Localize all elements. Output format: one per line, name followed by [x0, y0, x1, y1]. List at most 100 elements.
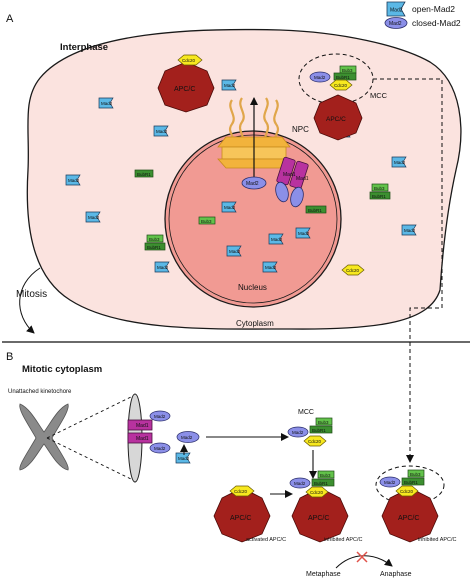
mad1-text: Mad1 [296, 176, 309, 182]
open-mad2-icon: Mad2 [154, 261, 170, 273]
mad1-mad2-complex: Mad1 Mad1 [275, 156, 309, 208]
svg-text:Mad2: Mad2 [156, 129, 168, 134]
svg-text:BubR1: BubR1 [372, 194, 386, 199]
svg-text:Mad2: Mad2 [229, 249, 241, 254]
svg-text:Mad2: Mad2 [181, 435, 193, 440]
apcc-label: APC/C [174, 86, 195, 93]
svg-text:APC/C: APC/C [398, 515, 419, 522]
bubr1-icon: BubR1 [305, 205, 327, 214]
open-mad2-icon: Mad2 [221, 201, 237, 213]
legend-closed-mad2-icon: Mad2 [384, 17, 408, 29]
mitotic-cytoplasm-title: Mitotic cytoplasm [22, 364, 102, 375]
bub3-bubr1-icon: Bub3 BubR1 [369, 183, 391, 200]
svg-text:BubR1: BubR1 [308, 208, 322, 213]
activated-apcc: APC/C Cdc20 [213, 485, 271, 543]
svg-text:BubR1: BubR1 [147, 245, 161, 250]
svg-text:APC/C: APC/C [326, 116, 346, 123]
open-mad2-icon: Mad2 [85, 211, 101, 223]
svg-text:BubR1: BubR1 [314, 481, 328, 486]
open-mad2-icon: Mad2 [226, 245, 242, 257]
svg-text:Mad2: Mad2 [404, 228, 416, 233]
svg-text:Bub3: Bub3 [318, 420, 329, 425]
chromosome [19, 403, 69, 471]
inhibited-apcc-right: APC/C Mad2 Bub3 BubR1 Cdc20 [375, 465, 445, 543]
npc [217, 97, 291, 169]
svg-text:BubR1: BubR1 [336, 75, 350, 80]
kinetochore-mad1-mad2: Mad1 Mad1 Mad2 Mad2 [127, 410, 171, 454]
nucleus-label: Nucleus [238, 283, 267, 292]
open-mad2-icon: Mad2 [65, 174, 81, 186]
svg-text:Cdc20: Cdc20 [334, 83, 348, 88]
svg-text:Bub3: Bub3 [201, 219, 212, 224]
svg-text:Cdc20: Cdc20 [310, 490, 324, 495]
mitosis-arrow [19, 267, 41, 334]
svg-text:Mad1: Mad1 [136, 423, 149, 429]
mcc-b: Mad2 Bub3 BubR1 Cdc20 [287, 417, 333, 447]
svg-text:Mad2: Mad2 [294, 481, 306, 486]
panel-b-letter: B [6, 351, 13, 363]
svg-text:Mad2: Mad2 [265, 265, 277, 270]
legend: Mad2 open-Mad2 Mad2 closed-Mad2 [384, 1, 461, 29]
npc-label: NPC [292, 125, 309, 134]
open-mad2-icon: Mad2 [153, 125, 169, 137]
kinetochore-label: Unattached kinetochore [8, 389, 72, 395]
cdc20-text: Cdc20 [182, 58, 196, 63]
svg-text:Mad2: Mad2 [178, 456, 190, 461]
interphase-title: Interphase [60, 42, 108, 53]
svg-text:Mad2: Mad2 [157, 265, 169, 270]
svg-text:BubR1: BubR1 [312, 428, 326, 433]
mad1-text: Mad1 [283, 172, 296, 178]
bub3-icon: Bub3 [198, 216, 216, 225]
mcc-connector-arrow [373, 78, 443, 463]
svg-text:Mad2: Mad2 [68, 178, 80, 183]
zoom-line [46, 395, 134, 439]
svg-text:Mad2: Mad2 [271, 237, 283, 242]
apcc-interphase: APC/C Cdc20 [157, 54, 215, 113]
svg-text:APC/C: APC/C [308, 515, 329, 522]
legend-open-label: open-Mad2 [412, 4, 455, 14]
svg-text:Mad2: Mad2 [154, 446, 166, 451]
zoom-line [46, 437, 134, 481]
svg-text:Cdc20: Cdc20 [346, 268, 360, 273]
svg-text:Mad2: Mad2 [292, 430, 304, 435]
svg-text:Bub3: Bub3 [342, 68, 353, 73]
bubr1-icon: BubR1 [134, 169, 154, 178]
cytoplasm-label: Cytoplasm [236, 319, 274, 328]
open-mad2-icon: Mad2 [391, 156, 407, 168]
inhibited-apcc: APC/C Mad2 Bub3 BubR1 Cdc20 [289, 470, 349, 543]
svg-text:Mad2: Mad2 [224, 83, 236, 88]
svg-text:APC/C: APC/C [230, 515, 251, 522]
svg-text:Mad2: Mad2 [154, 414, 166, 419]
open-mad2-icon: Mad2 [98, 97, 114, 109]
svg-text:Mad2: Mad2 [298, 231, 310, 236]
block-x-icon [356, 551, 368, 563]
inhibited-apcc-label: inhibited APC/C [324, 537, 363, 543]
bub-pairs-interphase: BubR1 Bub3 BubR1 Bub3 BubR1 BubR1 Bub3 [134, 169, 391, 251]
svg-text:Mad2: Mad2 [314, 75, 326, 80]
free-mad2-b: Mad2 Mad2 [175, 431, 200, 464]
svg-text:Mad2: Mad2 [101, 101, 113, 106]
svg-text:Mad1: Mad1 [136, 436, 149, 442]
cdc20-free: Cdc20 [341, 264, 365, 276]
anaphase-label: Anaphase [380, 571, 412, 578]
open-mad2-icon: Mad2 [221, 79, 237, 91]
panel-a-letter: A [6, 13, 14, 25]
svg-text:Bub3: Bub3 [410, 472, 421, 477]
legend-open-mad2-icon: Mad2 [386, 1, 406, 17]
legend-open-icon-text: Mad2 [390, 8, 403, 14]
activated-apcc-label: activated APC/C [246, 537, 286, 543]
legend-closed-label: closed-Mad2 [412, 18, 461, 28]
open-mad2-icon: Mad2 [401, 224, 417, 236]
mcc-label-a: MCC [370, 91, 388, 100]
metaphase-label: Metaphase [306, 571, 341, 578]
svg-text:Mad2: Mad2 [394, 160, 406, 165]
svg-text:BubR1: BubR1 [137, 172, 151, 177]
svg-text:Bub3: Bub3 [374, 186, 385, 191]
metaphase-anaphase-arrow [335, 555, 393, 569]
svg-text:Mad2: Mad2 [384, 480, 396, 485]
legend-closed-icon-text: Mad2 [389, 21, 402, 27]
svg-text:Cdc20: Cdc20 [234, 489, 248, 494]
mcc-label-b: MCC [298, 409, 314, 416]
